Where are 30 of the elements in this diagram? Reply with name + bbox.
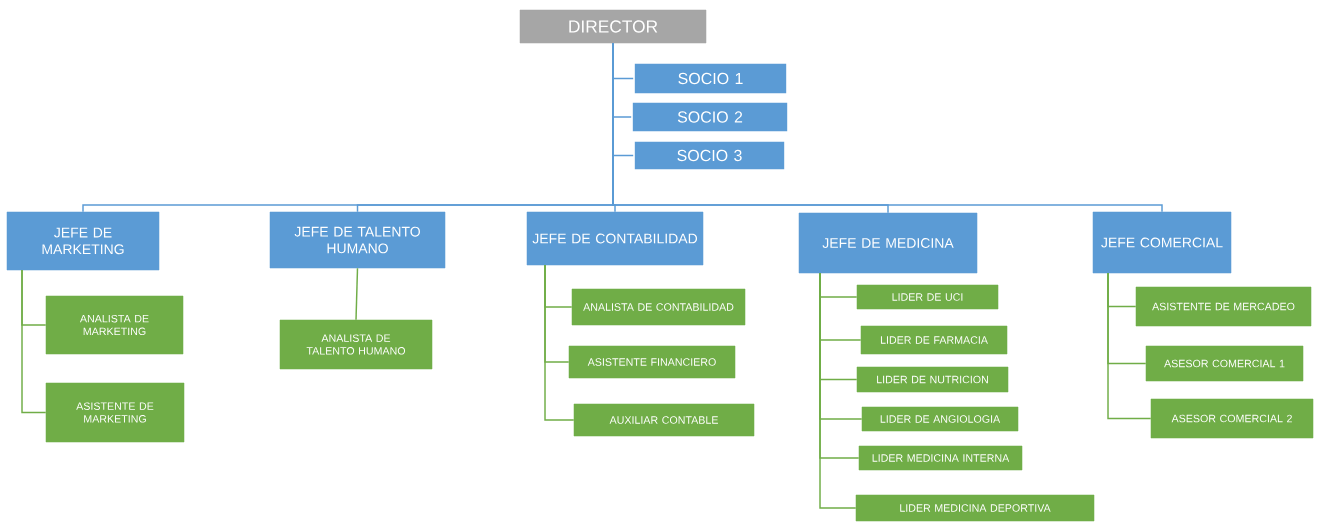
org-box: ANALISTA DE CONTABILIDAD: [571, 288, 746, 326]
connector-line: [544, 264, 575, 421]
org-box: ASESOR COMERCIAL 2: [1150, 398, 1314, 439]
org-box: JEFE DE MEDICINA: [798, 212, 978, 274]
org-box: JEFE DE MARKETING: [6, 211, 160, 271]
org-box: SOCIO 1: [633, 62, 788, 95]
org-box: LIDER DE FARMACIA: [860, 325, 1008, 355]
org-box: AUXILIAR CONTABLE: [573, 403, 755, 437]
org-box: ANALISTA DE MARKETING: [45, 295, 184, 355]
org-box: JEFE DE TALENTO HUMANO: [269, 211, 446, 269]
org-box: LIDER DE ANGIOLOGIA: [861, 406, 1019, 432]
connector-line: [1107, 272, 1152, 420]
org-box: SOCIO 3: [633, 140, 786, 171]
org-box: JEFE DE CONTABILIDAD: [526, 211, 704, 266]
org-box: LIDER MEDICINA INTERNA: [858, 445, 1023, 471]
connector-line: [612, 42, 1163, 213]
org-box: ASISTENTE DE MERCADEO: [1135, 286, 1312, 327]
org-box: LIDER DE UCI: [856, 284, 999, 310]
org-box: SOCIO 2: [631, 101, 789, 133]
connector-line: [355, 267, 359, 321]
org-box: ASESOR COMERCIAL 1: [1145, 345, 1304, 382]
org-box: LIDER MEDICINA DEPORTIVA: [855, 494, 1095, 522]
org-box: JEFE COMERCIAL: [1092, 211, 1232, 274]
connector-line: [21, 269, 47, 414]
org-box: DIRECTOR: [519, 9, 707, 44]
org-box: ANALISTA DE TALENTO HUMANO: [279, 319, 433, 370]
org-box: LIDER DE NUTRICION: [856, 366, 1009, 393]
connector-line: [819, 272, 857, 509]
org-box: ASISTENTE FINANCIERO: [568, 345, 736, 379]
org-box: ASISTENTE DE MARKETING: [45, 382, 185, 443]
